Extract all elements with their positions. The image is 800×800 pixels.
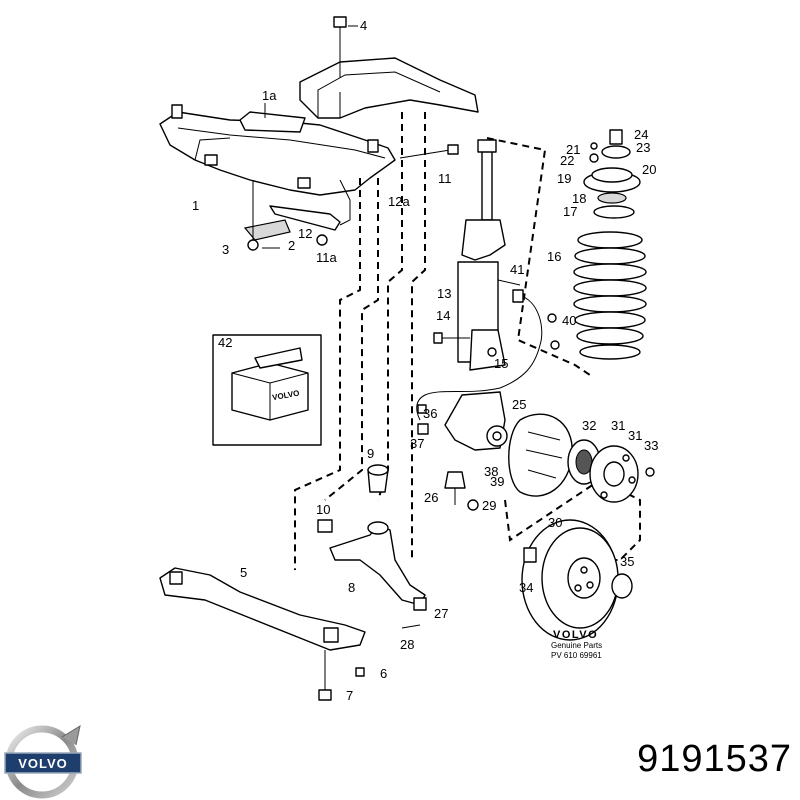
callout-label: 37 xyxy=(410,436,424,451)
callout-label: 34 xyxy=(519,580,533,595)
callout-label: 14 xyxy=(436,308,450,323)
callout-label: 13 xyxy=(437,286,451,301)
callout-label: 39 xyxy=(490,474,504,489)
upper-bracket xyxy=(299,16,479,119)
callout-label: 5 xyxy=(240,565,247,580)
callout-labels: 1 1a 2 3 4 5 6 7 8 9 10 11 11a 12 12a 13… xyxy=(192,18,658,703)
callout-label: 4 xyxy=(360,18,367,33)
callout-label: 11 xyxy=(438,171,452,186)
wheel-hub xyxy=(567,439,655,503)
callout-label: 35 xyxy=(620,554,634,569)
callout-label: 26 xyxy=(424,490,438,505)
callout-label: 10 xyxy=(316,502,330,517)
callout-label: 2 xyxy=(288,238,295,253)
callout-label: 6 xyxy=(380,666,387,681)
volvo-logo-icon: VOLVO xyxy=(4,724,82,799)
callout-label: 21 xyxy=(566,142,580,157)
callout-label: 22 xyxy=(560,153,574,168)
callout-label: 31 xyxy=(628,428,642,443)
coil-spring xyxy=(573,231,647,360)
callout-label: 30 xyxy=(548,515,562,530)
callout-label: 28 xyxy=(400,637,414,652)
callout-label: 31 xyxy=(611,418,625,433)
callout-label: 12 xyxy=(298,226,312,241)
callout-label: 38 xyxy=(484,464,498,479)
callout-label: 16 xyxy=(547,249,561,264)
callout-label: 42 xyxy=(218,335,232,350)
stamp-line1: Genuine Parts xyxy=(551,641,602,650)
callout-label: 11a xyxy=(316,250,337,265)
callout-label: 25 xyxy=(512,397,526,412)
callout-label: 1 xyxy=(192,198,199,213)
stamp-line2: PV 610 69961 xyxy=(551,651,602,660)
callout-label: 8 xyxy=(348,580,355,595)
callout-label: 29 xyxy=(482,498,496,513)
abs-sensor xyxy=(416,289,560,421)
callout-label: 36 xyxy=(423,406,437,421)
brake-shield xyxy=(508,413,573,497)
callout-label: 1a xyxy=(262,88,277,103)
shock-absorber xyxy=(433,139,521,371)
logo-word: VOLVO xyxy=(18,756,68,771)
stamp-brand: VOLVO xyxy=(553,629,598,641)
callout-label: 15 xyxy=(494,356,508,371)
brace-plate xyxy=(243,180,341,251)
callout-label: 32 xyxy=(582,418,596,433)
callout-label: 27 xyxy=(434,606,448,621)
top-mount xyxy=(583,129,641,219)
genuine-parts-stamp: VOLVO Genuine Parts PV 610 69961 xyxy=(551,629,602,660)
callout-label: 9 xyxy=(367,446,374,461)
callout-label: 40 xyxy=(562,313,576,328)
callout-label: 17 xyxy=(563,204,577,219)
callout-label: 23 xyxy=(636,140,650,155)
steering-knuckle xyxy=(417,391,508,511)
callout-label: 41 xyxy=(510,262,524,277)
callout-label: 7 xyxy=(346,688,353,703)
callout-label: 24 xyxy=(634,127,648,142)
part-number: 9191537 xyxy=(637,738,792,780)
control-arm xyxy=(317,464,427,611)
callout-label: 12a xyxy=(388,194,410,209)
brake-disc xyxy=(521,519,633,641)
callout-label: 18 xyxy=(572,191,586,206)
callout-label: 3 xyxy=(222,242,229,257)
rear-crossmember xyxy=(159,567,421,701)
callout-label: 19 xyxy=(557,171,571,186)
callout-label: 20 xyxy=(642,162,656,177)
bolt-11 xyxy=(399,144,459,159)
parts-box-icon: VOLVO xyxy=(212,334,322,446)
front-subframe xyxy=(159,103,396,226)
callout-label: 33 xyxy=(644,438,658,453)
